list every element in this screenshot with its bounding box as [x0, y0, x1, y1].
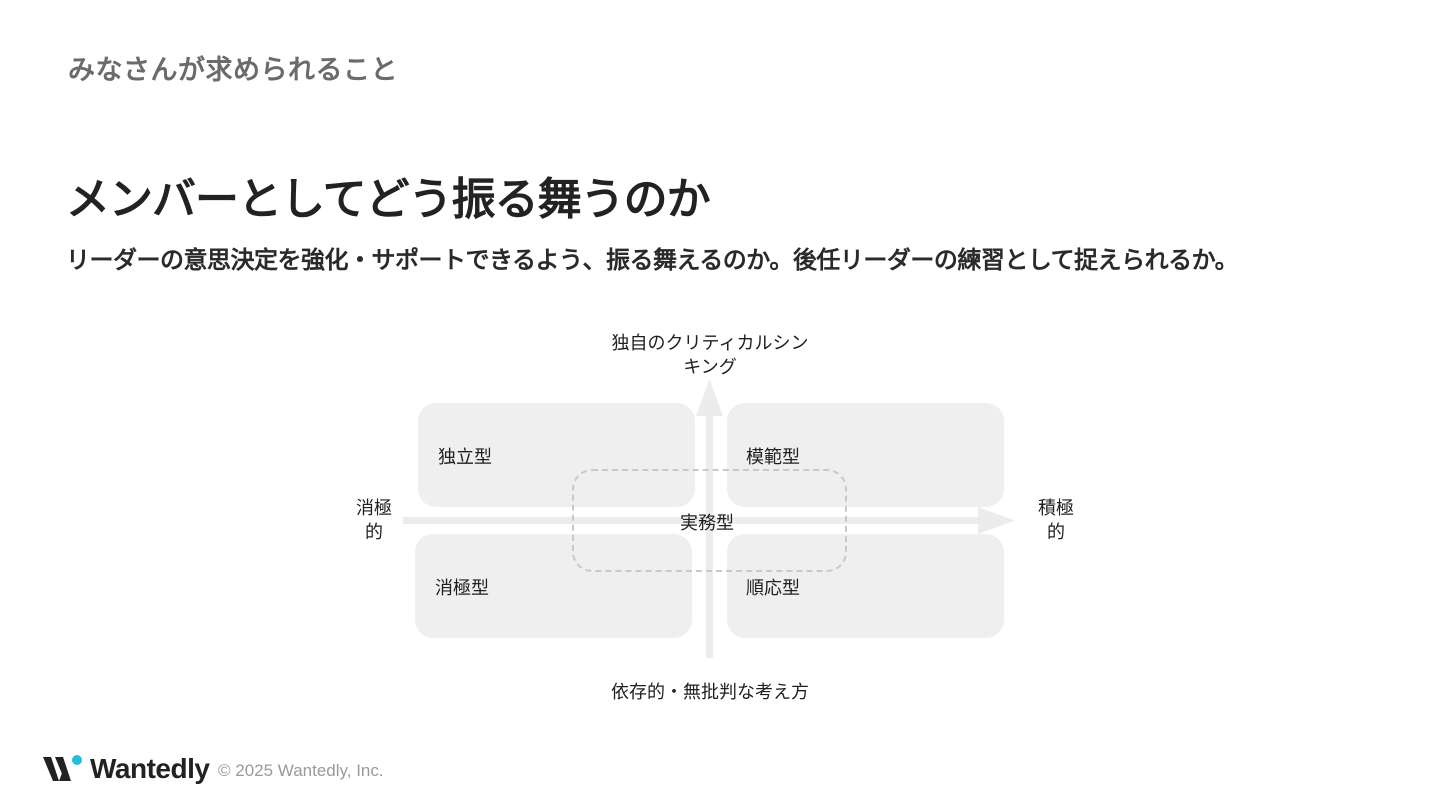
footer-logo: Wantedly	[42, 753, 210, 784]
axis-label-right: 積極 的	[1038, 498, 1074, 543]
axis-label-bottom: 依存的・無批判な考え方	[611, 682, 809, 703]
wantedly-logo-icon	[43, 755, 82, 781]
quadrant-label-top-right: 模範型	[746, 447, 800, 468]
horizontal-axis-line	[403, 517, 983, 524]
quadrant-top-right	[727, 403, 1004, 507]
axis-label-top: 独自のクリティカルシン キング	[611, 333, 809, 378]
quadrant-top-left	[418, 403, 695, 507]
brand-name: Wantedly	[90, 753, 210, 784]
page-subtitle: リーダーの意思決定を強化・サポートできるよう、振る舞えるのか。後任リーダーの練習…	[66, 246, 1239, 274]
vertical-axis-line	[706, 410, 713, 658]
quadrant-label-top-left: 独立型	[438, 447, 492, 468]
quadrant-label-center: 実務型	[680, 513, 734, 534]
horizontal-axis-arrowhead	[978, 507, 1015, 534]
axis-label-left: 消極 的	[356, 498, 392, 543]
copyright: © 2025 Wantedly, Inc.	[218, 761, 384, 780]
quadrant-bottom-left	[415, 534, 692, 638]
quadrant-label-bottom-left: 消極型	[435, 578, 489, 599]
quadrant-label-bottom-right: 順応型	[746, 578, 800, 599]
quadrant-bottom-right	[727, 534, 1004, 638]
page-title: メンバーとしてどう振る舞うのか	[66, 174, 711, 225]
center-dashed-box	[572, 469, 847, 572]
section-label: みなさんが求められること	[68, 55, 398, 86]
vertical-axis-arrowhead	[696, 379, 723, 416]
